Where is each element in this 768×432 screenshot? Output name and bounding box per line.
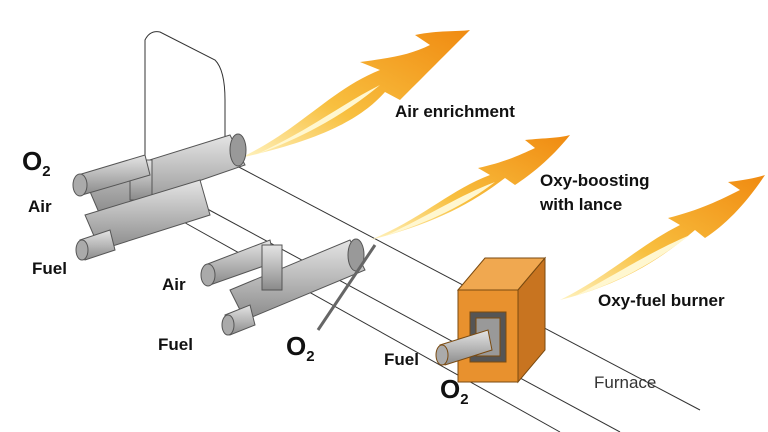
flame-air-enrichment — [240, 30, 470, 158]
oxy-boosting-label-line1: Oxy-boosting — [540, 171, 650, 190]
furnace-outline — [144, 31, 701, 432]
o2-label-lance: O2 — [286, 331, 315, 365]
air-label-1: Air — [28, 197, 52, 216]
o2-label-oxy-fuel: O2 — [440, 374, 469, 408]
fuel-label-1: Fuel — [32, 259, 67, 278]
o2-label-air-enrichment: O2 — [22, 146, 51, 180]
oxygen-lance — [316, 244, 377, 331]
air-enrichment-burner — [72, 133, 247, 261]
fuel-label-3: Fuel — [384, 350, 419, 369]
oxy-boosting-label-line2: with lance — [539, 195, 622, 214]
fuel-label-2: Fuel — [158, 335, 193, 354]
flame-oxy-fuel — [560, 175, 765, 300]
oxy-fuel-burner — [435, 256, 547, 384]
air-label-2: Air — [162, 275, 186, 294]
flame-oxy-boosting — [370, 135, 570, 240]
oxy-fuel-burner-label: Oxy-fuel burner — [598, 291, 725, 310]
furnace-label: Furnace — [594, 373, 656, 392]
oxy-boosting-burner — [200, 238, 377, 336]
air-enrichment-label: Air enrichment — [395, 102, 515, 121]
